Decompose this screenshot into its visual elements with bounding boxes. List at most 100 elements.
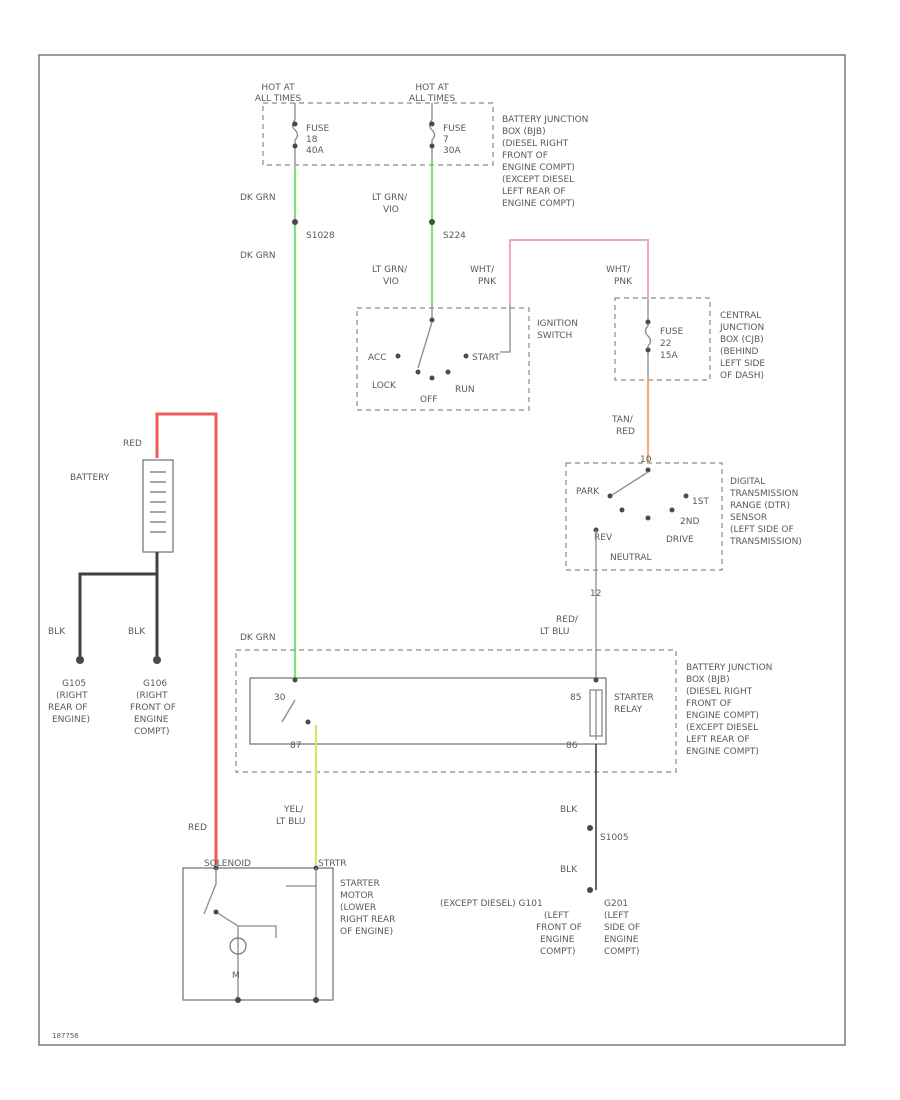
bjb-top-label: BATTERY JUNCTION BOX (BJB) (DIESEL RIGHT… [502,115,588,209]
svg-text:BATTERY JUNCTION: BATTERY JUNCTION [502,115,588,125]
svg-text:40A: 40A [306,146,324,156]
svg-text:(EXCEPT DIESEL) G101: (EXCEPT DIESEL) G101 [440,899,543,909]
svg-text:SIDE OF: SIDE OF [604,923,640,933]
dtr-drive: DRIVE [666,535,694,545]
svg-text:COMPT): COMPT) [134,727,170,737]
diagram-frame [38,54,846,1046]
svg-text:22: 22 [660,339,671,349]
svg-text:ALL TIMES: ALL TIMES [409,94,456,104]
fuse-18-label: FUSE [306,124,329,134]
starter-relay-label: STARTER [614,693,654,703]
splice-s1028 [292,219,298,225]
svg-text:VIO: VIO [383,277,399,287]
fuse-7-label: FUSE [443,124,466,134]
ground-g101: (EXCEPT DIESEL) G101 (LEFT FRONT OF ENGI… [440,899,582,957]
ground-g201: G201 (LEFT SIDE OF ENGINE COMPT) [604,899,640,957]
svg-text:(LOWER: (LOWER [340,903,376,913]
svg-text:ENGINE COMPT): ENGINE COMPT) [686,711,759,721]
svg-text:S1005: S1005 [600,833,629,843]
svg-text:(DIESEL RIGHT: (DIESEL RIGHT [502,139,569,149]
svg-text:BOX (BJB): BOX (BJB) [502,127,546,137]
svg-text:(RIGHT: (RIGHT [136,691,168,701]
central-junction-box: FUSE 22 15A CENTRAL JUNCTION BOX (CJB) (… [614,297,765,381]
svg-text:OF DASH): OF DASH) [720,371,764,381]
svg-text:LEFT REAR OF: LEFT REAR OF [686,735,750,745]
svg-text:(BEHIND: (BEHIND [720,347,759,357]
svg-text:OF ENGINE): OF ENGINE) [340,927,393,937]
svg-text:FRONT OF: FRONT OF [536,923,582,933]
svg-text:ENGINE COMPT): ENGINE COMPT) [686,747,759,757]
ignition-off: OFF [420,395,437,405]
svg-text:FRONT OF: FRONT OF [502,151,548,161]
svg-text:30: 30 [274,693,286,703]
svg-text:DK GRN: DK GRN [240,193,276,203]
svg-text:S224: S224 [443,231,466,241]
svg-text:FRONT OF: FRONT OF [130,703,176,713]
svg-text:M: M [232,971,240,981]
svg-text:RELAY: RELAY [614,705,643,715]
svg-text:VIO: VIO [383,205,399,215]
dtr-1st: 1ST [692,497,709,507]
bjb-fuse-block: HOT AT ALL TIMES HOT AT ALL TIMES FUSE 1… [255,83,589,209]
svg-text:(DIESEL RIGHT: (DIESEL RIGHT [686,687,753,697]
svg-text:LEFT REAR OF: LEFT REAR OF [502,187,566,197]
svg-text:LEFT SIDE: LEFT SIDE [720,359,765,369]
svg-text:87: 87 [290,741,301,751]
ground-g105: G105 [62,679,86,689]
svg-text:YEL/: YEL/ [283,805,304,815]
ignition-switch-label: IGNITION [537,319,578,329]
dtr-label: DIGITAL [730,477,765,487]
starter-motor-label: STARTER [340,879,380,889]
svg-text:JUNCTION: JUNCTION [719,323,764,333]
svg-text:FRONT OF: FRONT OF [686,699,732,709]
svg-text:ENGINE COMPT): ENGINE COMPT) [502,199,575,209]
svg-text:BATTERY JUNCTION: BATTERY JUNCTION [686,663,772,673]
svg-text:WHT/: WHT/ [606,265,631,275]
svg-text:BLK: BLK [128,627,146,637]
diagram-code: 187756 [52,1032,79,1040]
svg-text:RANGE (DTR): RANGE (DTR) [730,501,790,511]
svg-text:30A: 30A [443,146,461,156]
wire-wht-pnk [509,239,649,305]
svg-text:ENGINE: ENGINE [134,715,169,725]
svg-text:COMPT): COMPT) [604,947,640,957]
svg-text:ENGINE: ENGINE [604,935,639,945]
svg-text:BLK: BLK [560,805,578,815]
svg-text:COMPT): COMPT) [540,947,576,957]
svg-text:ENGINE): ENGINE) [52,715,90,725]
svg-text:BLK: BLK [48,627,66,637]
svg-text:BATTERY: BATTERY [70,473,110,483]
svg-text:BOX (CJB): BOX (CJB) [720,335,764,345]
svg-text:BLK: BLK [560,865,578,875]
svg-text:SWITCH: SWITCH [537,331,572,341]
cjb-label: CENTRAL [720,311,761,321]
svg-text:RED: RED [123,439,142,449]
svg-text:DK GRN: DK GRN [240,251,276,261]
dtr-park: PARK [576,487,600,497]
svg-text:RIGHT REAR: RIGHT REAR [340,915,395,925]
dtr-rev: REV [594,533,613,543]
svg-text:RED: RED [616,427,635,437]
svg-text:LT GRN/: LT GRN/ [372,265,408,275]
svg-text:RED: RED [188,823,207,833]
ignition-start: START [472,353,500,363]
svg-text:S1028: S1028 [306,231,335,241]
svg-text:18: 18 [306,135,318,145]
svg-text:7: 7 [443,135,449,145]
ignition-run: RUN [455,385,475,395]
dtr-neutral: NEUTRAL [610,553,652,563]
svg-text:ENGINE: ENGINE [540,935,575,945]
svg-text:TAN/: TAN/ [611,415,634,425]
svg-text:PNK: PNK [478,277,497,287]
hot-right-label: HOT AT [415,83,449,93]
svg-text:TRANSMISSION): TRANSMISSION) [729,537,802,547]
dtr-2nd: 2ND [680,517,699,527]
wire-red-battery [155,412,218,865]
battery: RED BATTERY BLK BLK G105 (RIGHT REAR OF … [48,412,218,865]
svg-text:(LEFT SIDE OF: (LEFT SIDE OF [730,525,794,535]
svg-text:LT BLU: LT BLU [276,817,305,827]
splice-s224 [429,219,435,225]
dtr-sensor: 10 PARK REV 1ST 2ND DRIVE NEUTRAL 12 DIG… [565,455,802,599]
svg-text:10: 10 [640,455,652,465]
svg-text:STRTR: STRTR [318,859,347,869]
